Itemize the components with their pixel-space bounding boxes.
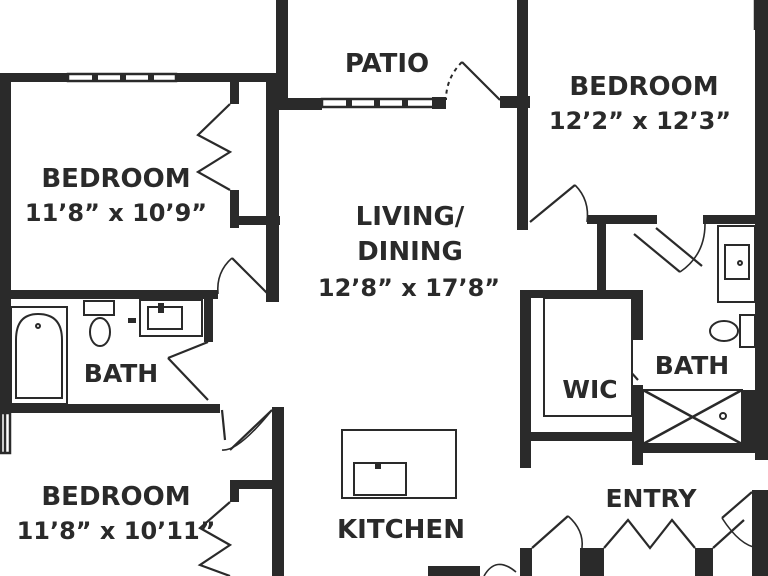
room-bedroom-sw-name: BEDROOM: [41, 482, 190, 512]
room-wic-name: WIC: [562, 375, 617, 404]
room-entry-name: ENTRY: [605, 484, 697, 513]
room-kitchen-name: KITCHEN: [337, 515, 465, 545]
room-bath-e-name: BATH: [655, 351, 729, 380]
room-bath-w-name: BATH: [84, 359, 158, 388]
fixtures: [10, 225, 756, 499]
room-patio-name: PATIO: [345, 49, 429, 79]
room-bedroom-nw-name: BEDROOM: [41, 164, 190, 194]
doors: [167, 61, 759, 576]
room-bedroom-ne-name: BEDROOM: [569, 72, 718, 102]
room-bedroom-ne-size: 12’2” x 12’3”: [549, 107, 731, 135]
windows: [0, 0, 757, 455]
room-living-name: LIVING/: [356, 202, 465, 232]
room-bedroom-sw-size: 11’8” x 10’11”: [17, 517, 216, 545]
room-living-name2: DINING: [357, 237, 463, 267]
room-labels: PATIO BEDROOM 12’2” x 12’3” BEDROOM 11’8…: [17, 49, 732, 545]
room-living-size: 12’8” x 17’8”: [318, 274, 500, 302]
room-bedroom-nw-size: 11’8” x 10’9”: [25, 199, 207, 227]
